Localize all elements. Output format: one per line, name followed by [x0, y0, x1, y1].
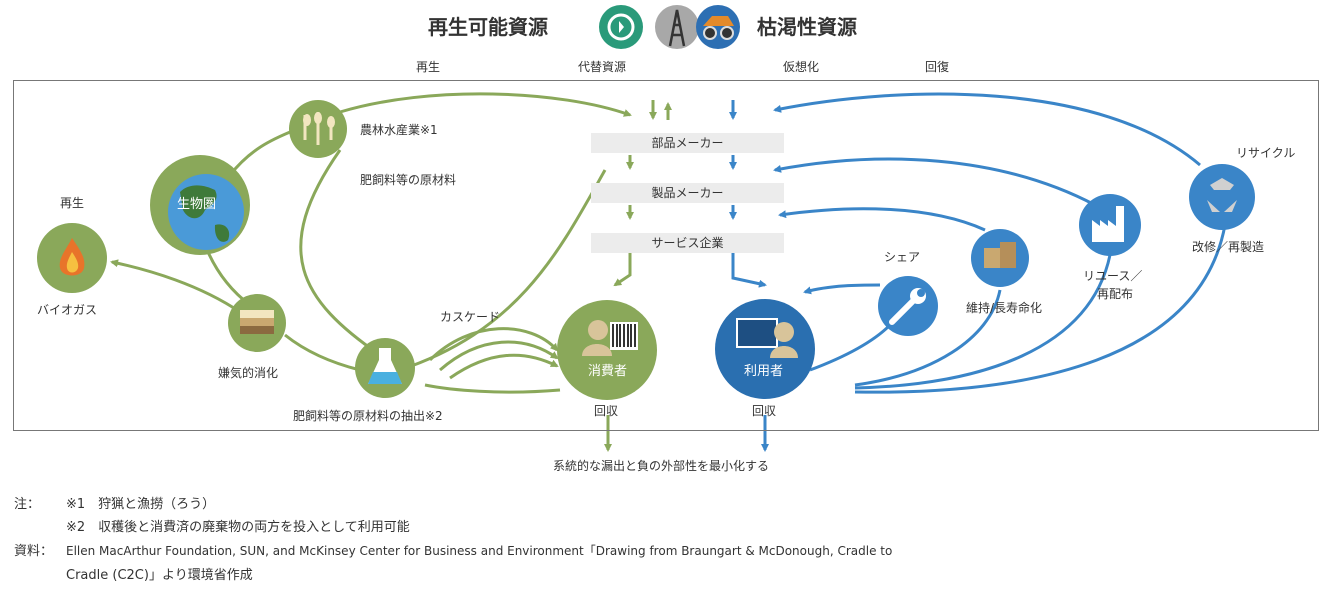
minimize-externalities-label: 系統的な漏出と負の外部性を最小化する [553, 459, 770, 473]
flow-anaerobic-extraction [284, 333, 361, 372]
collect-left-label: 回収 [594, 404, 619, 418]
flow-user-to-reuse [854, 254, 1112, 390]
flow-raw-materials-to-parts [299, 149, 381, 357]
biogas-icon [37, 223, 107, 293]
factory-icon [1079, 194, 1141, 256]
note-1: ※1 狩猟と漁撈（ろう） [66, 497, 216, 512]
flow-service-to-consumer [613, 252, 632, 287]
finite-resources-title: 枯渇性資源 [757, 15, 857, 39]
flow-reuse-to-product [773, 157, 1096, 207]
renewable-resources-title: 再生可能資源 [428, 15, 548, 39]
share-label: シェア [884, 250, 921, 264]
regenerate-left-label: 再生 [60, 196, 85, 210]
wrench-icon [878, 276, 938, 336]
consumer-label: 消費者 [588, 364, 628, 379]
flow-agriculture-to-parts [339, 92, 632, 117]
parts-maker-box: 部品メーカー [591, 133, 784, 153]
recycle-label: リサイクル [1236, 146, 1296, 160]
service-provider-box: サービス企業 [591, 233, 784, 253]
renewable-icon [599, 5, 643, 49]
cascade-1 [428, 327, 559, 362]
note-2: ※2 収穫後と消費済の廃棄物の両方を投入として利用可能 [66, 520, 410, 535]
flow-share-to-user [803, 283, 881, 295]
flow-extraction-to-parts [399, 169, 607, 372]
cascade-label: カスケード [440, 310, 501, 324]
biosphere-label: 生物圏 [177, 197, 217, 212]
anaerobic-label: 嫌気的消化 [218, 366, 279, 380]
flow-biosphere-agriculture [228, 128, 296, 176]
flow-maintain-to-service [778, 207, 986, 232]
agriculture-label: 農林水産業※1 [360, 123, 438, 137]
source-line-1: Ellen MacArthur Foundation, SUN, and McK… [66, 544, 893, 558]
barcode-icon [610, 322, 638, 350]
substitute-label: 代替資源 [578, 60, 627, 74]
tech-flows [729, 92, 1227, 452]
flow-consumer-to-extraction [424, 383, 561, 394]
note-label: 注： [14, 497, 41, 512]
bio-flows [110, 92, 632, 452]
earth-icon [150, 155, 250, 255]
flow-service-to-user [731, 252, 767, 288]
substitute-arrows [626, 100, 672, 220]
raw-materials-label: 肥飼料等の原材料 [360, 173, 457, 187]
reuse-label-1: リユース／ [1083, 269, 1143, 283]
product-maker-box: 製品メーカー [591, 183, 784, 203]
regenerate-label: 再生 [416, 60, 441, 74]
collect-right-label: 回収 [752, 404, 777, 418]
flow-user-to-recycle [854, 224, 1227, 394]
cascade-2 [439, 340, 559, 372]
maintain-label: 維持/長寿命化 [966, 301, 1043, 315]
flow-recycle-to-parts [773, 92, 1201, 167]
virtualize-label: 仮想化 [783, 60, 820, 74]
soil-icon [228, 294, 286, 352]
restore-label: 回復 [925, 60, 950, 74]
recycle-icon [1189, 164, 1255, 230]
diagram-frame [13, 80, 1319, 431]
source-line-2: Cradle (C2C)」より環境省作成 [66, 568, 253, 583]
agriculture-icon [289, 100, 347, 158]
extraction-label: 肥飼料等の原材料の抽出※2 [293, 409, 443, 423]
boxes-icon [971, 229, 1029, 287]
mining-truck-icon [696, 5, 740, 49]
user-label: 利用者 [744, 364, 784, 379]
refurbish-label: 改修／再製造 [1192, 240, 1265, 254]
cascade-3 [449, 353, 559, 380]
reuse-label-2: 再配布 [1097, 287, 1134, 301]
flow-user-to-maintain [854, 289, 1002, 387]
flow-user-to-share [809, 323, 892, 372]
flask-icon [355, 338, 415, 398]
oil-rig-icon [655, 5, 699, 49]
flow-anaerobic-biogas [110, 259, 241, 314]
consumer-icon [557, 300, 657, 400]
user-icon [715, 299, 815, 399]
source-label: 資料： [14, 544, 54, 559]
biogas-label: バイオガス [37, 303, 98, 317]
